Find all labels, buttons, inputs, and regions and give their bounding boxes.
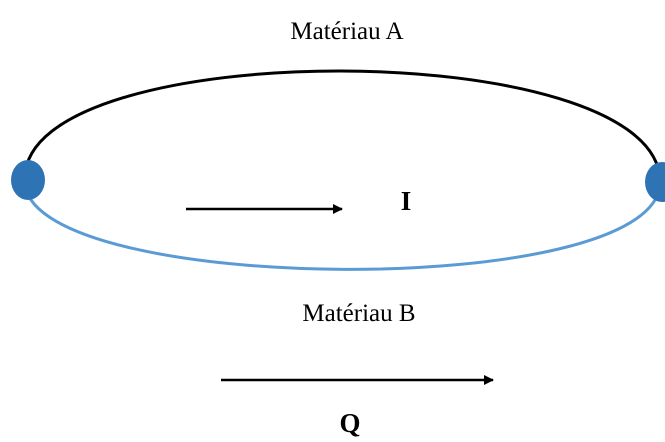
material-a-label: Matériau A <box>290 18 403 45</box>
heat-label: Q <box>339 408 360 438</box>
material-b-wire <box>23 184 662 271</box>
right-junction <box>645 162 665 202</box>
current-label: I <box>401 186 412 216</box>
left-junction <box>11 160 45 200</box>
material-b-label: Matériau B <box>302 300 415 327</box>
material-a-wire <box>23 69 662 181</box>
